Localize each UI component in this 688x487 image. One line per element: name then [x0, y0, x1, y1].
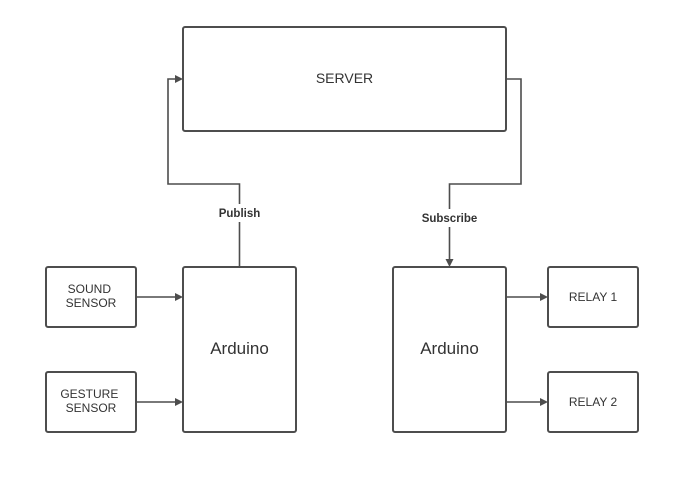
- arduino-publisher-node: Arduino: [182, 266, 297, 433]
- publish-arrowhead: [175, 75, 183, 83]
- relay-2-node: RELAY 2: [547, 371, 639, 433]
- gesture-sensor-label-line2: SENSOR: [66, 401, 117, 415]
- arduino-publisher-label: Arduino: [210, 339, 269, 358]
- gesture-sensor-node: GESTURE SENSOR: [45, 371, 137, 433]
- subscribe-label: Subscribe: [422, 213, 478, 225]
- relay-2-label: RELAY 2: [569, 395, 618, 409]
- arduino-subscriber-label: Arduino: [420, 339, 479, 358]
- svg-text:GESTURE SENSOR: GESTURE SENSOR: [60, 387, 121, 415]
- sound-sensor-label-line2: SENSOR: [66, 296, 117, 310]
- sound-to-arduino-arrow: [136, 293, 183, 301]
- gesture-to-arduino-arrow: [136, 398, 183, 406]
- sound-sensor-label-line1: SOUND: [68, 282, 112, 296]
- subscribe-arrowhead: [445, 259, 454, 267]
- relay-1-node: RELAY 1: [547, 266, 639, 328]
- sound-sensor-node: SOUND SENSOR: [45, 266, 137, 328]
- server-node: SERVER: [182, 26, 507, 132]
- arduino-subscriber-node: Arduino: [392, 266, 507, 433]
- relay-1-label: RELAY 1: [569, 290, 618, 304]
- server-label: SERVER: [316, 70, 373, 86]
- arduino-to-relay-2-arrow: [506, 398, 548, 406]
- arduino-to-relay-1-arrow: [506, 293, 548, 301]
- svg-text:SOUND SENSOR: SOUND SENSOR: [66, 282, 117, 310]
- publish-label: Publish: [219, 208, 261, 220]
- gesture-sensor-label-line1: GESTURE: [60, 387, 118, 401]
